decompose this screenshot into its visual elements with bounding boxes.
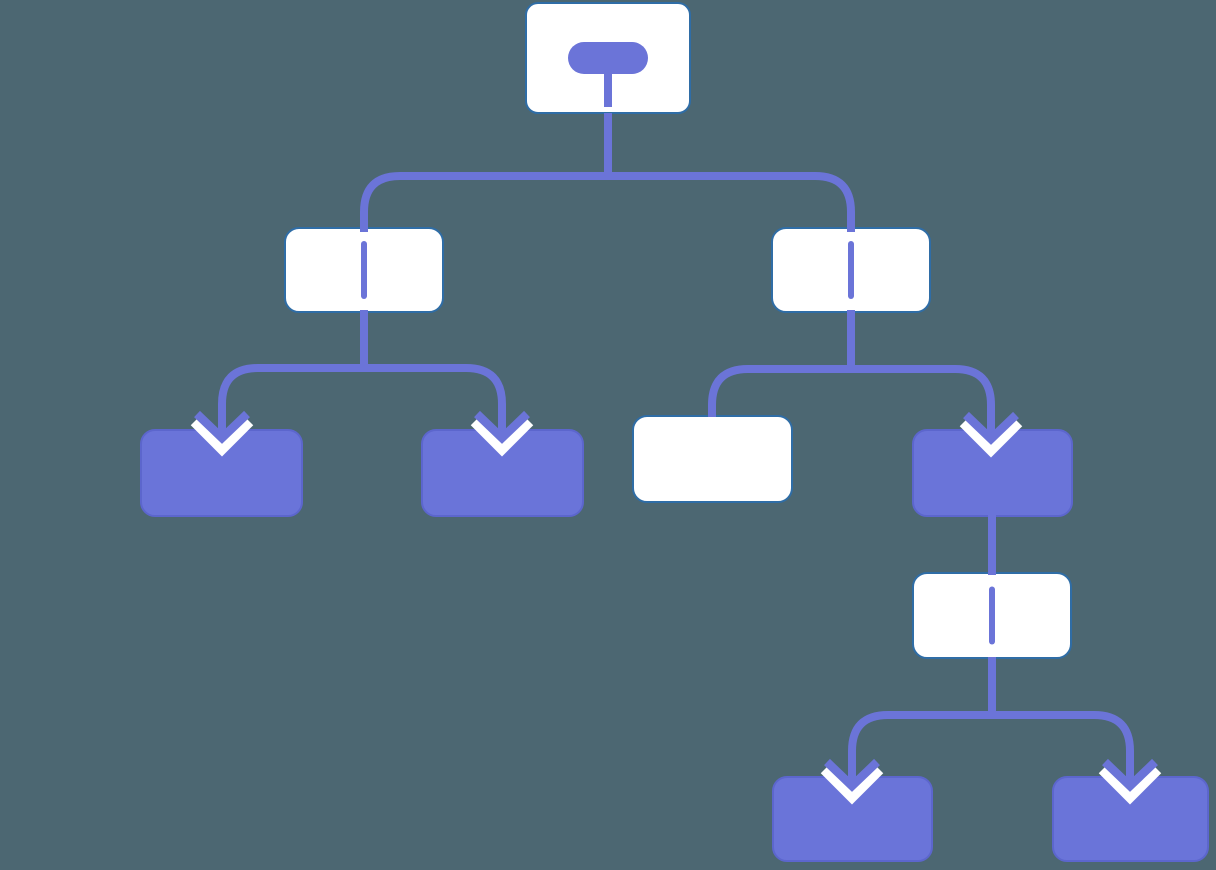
chevron-arrow-icon [474,410,530,444]
chevron-arrow-icon-outline [190,416,254,457]
chevron-arrow-icon-outline [470,416,534,457]
branch-node-left[interactable] [284,227,444,313]
chevron-arrow-icon-outline [1098,764,1162,805]
root-pill-icon [568,42,648,107]
connector-right-branch [708,365,995,438]
branch-node-bottom[interactable] [912,572,1072,659]
chevron-arrow-icon-outline [820,764,884,805]
chevron-arrow-icon-outline [959,417,1023,458]
chevron-arrow-icon [194,410,250,444]
plain-node[interactable] [632,415,793,503]
chevron-arrow-icon [1102,758,1158,792]
divider-bar-icon [989,586,995,645]
root-node[interactable] [525,2,691,114]
connector-bottom-branch [848,711,1134,785]
connector-level1-branch [360,172,855,232]
chevron-arrow-icon [963,411,1019,445]
chevron-arrow-icon [824,758,880,792]
divider-bar-icon [361,241,367,299]
branch-node-right[interactable] [771,227,931,313]
connector-left-branch [218,364,506,437]
divider-bar-icon [848,241,854,299]
plain-node-box [632,415,793,503]
